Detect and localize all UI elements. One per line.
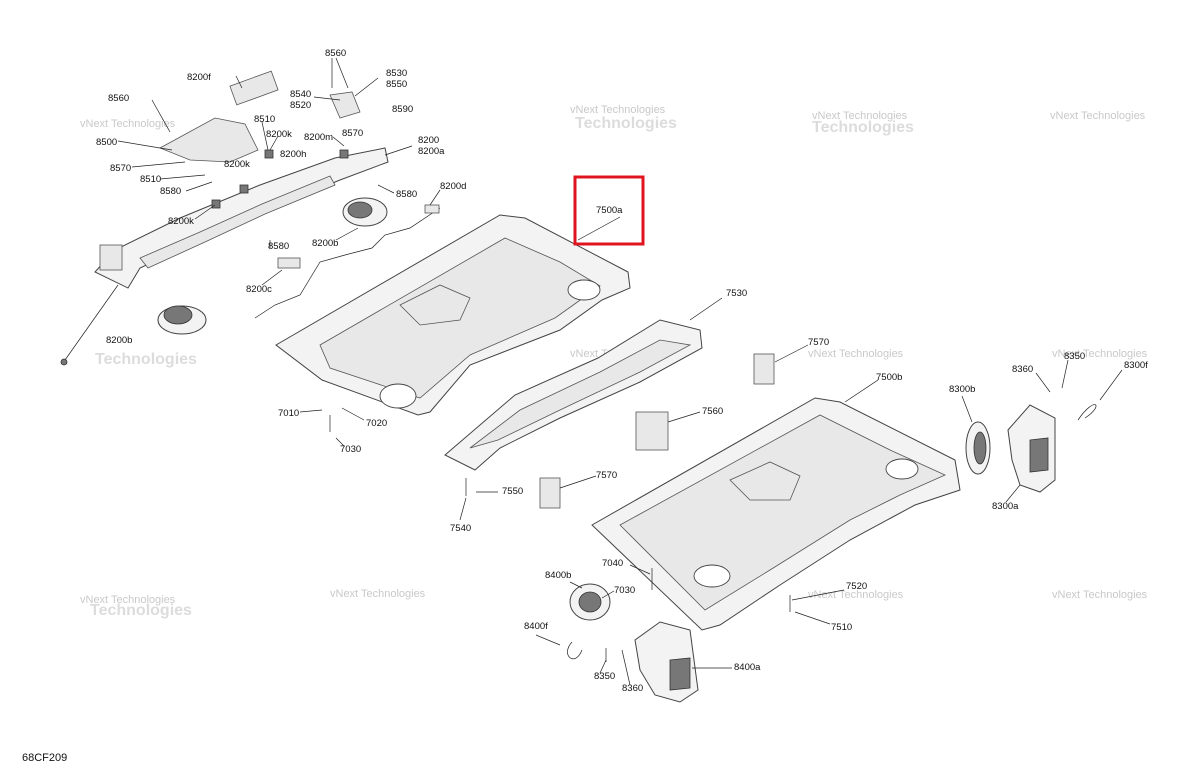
- part-label: 8590: [392, 104, 413, 115]
- part-label: 8200h: [280, 149, 306, 160]
- watermark: vNext Technologies: [80, 118, 176, 130]
- watermark: Technologies: [90, 602, 192, 619]
- speaker-8400: [567, 583, 699, 703]
- part-label: 8300a: [992, 501, 1019, 512]
- watermark: vNext Technologies: [808, 348, 904, 360]
- part-label: 8200a: [418, 146, 445, 157]
- foam-blocks: [539, 353, 775, 509]
- part-label: 7560: [702, 406, 723, 417]
- part-label: 8350: [1064, 351, 1085, 362]
- floor-panel-7500a: [275, 214, 631, 416]
- part-label: 8200f: [187, 72, 211, 83]
- part-label: 8400f: [524, 621, 548, 632]
- watermark: vNext Technologies: [1050, 110, 1146, 122]
- part-label: 7520: [846, 581, 867, 592]
- part-label: 8400a: [734, 662, 761, 673]
- part-labels: 8560 8560 8530 8550 8540 8520 8590 8570 …: [96, 48, 1148, 694]
- watermark: vNext Technologies: [80, 594, 176, 606]
- part-label: 7040: [602, 558, 623, 569]
- part-label: 8350: [594, 671, 615, 682]
- part-label: 8560: [325, 48, 346, 59]
- watermark: vNext Technologies: [570, 104, 666, 116]
- screws: [329, 415, 791, 662]
- part-label: 8520: [290, 100, 311, 111]
- part-label: 7500b: [876, 372, 902, 383]
- part-label: 8200k: [266, 129, 292, 140]
- part-label: 8550: [386, 79, 407, 90]
- part-label: 8580: [160, 186, 181, 197]
- watermark: Technologies: [95, 351, 197, 368]
- floor-panel-7500b: [591, 397, 961, 631]
- part-label: 7010: [278, 408, 299, 419]
- part-label: 8560: [108, 93, 129, 104]
- part-label: 8200m: [304, 132, 333, 143]
- part-label: 8500: [96, 137, 117, 148]
- part-label: 7030: [614, 585, 635, 596]
- dash-speaker-bracket: [60, 70, 441, 366]
- part-label: 8200k: [224, 159, 250, 170]
- diagram-id: 68CF209: [22, 752, 68, 764]
- part-label: 8200c: [246, 284, 272, 295]
- part-label: 8300f: [1124, 360, 1148, 371]
- watermarks: vNext Technologies vNext Technologies vN…: [80, 104, 1148, 619]
- part-label: 7530: [726, 288, 747, 299]
- part-label: 8200: [418, 135, 439, 146]
- part-label: 7510: [831, 622, 852, 633]
- watermark: vNext Technologies: [1052, 348, 1148, 360]
- watermark: vNext Technologies: [812, 110, 908, 122]
- part-label: 8200d: [440, 181, 466, 192]
- part-label: 7570: [596, 470, 617, 481]
- highlighted-part-label: 7500a: [596, 205, 623, 216]
- speaker-8300: [965, 404, 1097, 493]
- part-label: 8360: [1012, 364, 1033, 375]
- part-label: 8200b: [312, 238, 338, 249]
- part-label: 8580: [396, 189, 417, 200]
- part-label: 8570: [110, 163, 131, 174]
- leader-lines: [117, 57, 1123, 686]
- part-label: 8580: [268, 241, 289, 252]
- part-label: 7030: [340, 444, 361, 455]
- part-label: 7020: [366, 418, 387, 429]
- part-label: 8510: [140, 174, 161, 185]
- part-label: 7550: [502, 486, 523, 497]
- part-label: 8510: [254, 114, 275, 125]
- part-label: 8360: [622, 683, 643, 694]
- watermark: Technologies: [812, 119, 914, 136]
- watermark: vNext Technologies: [1052, 589, 1148, 601]
- part-label: 7540: [450, 523, 471, 534]
- highlight-box: [573, 175, 645, 246]
- watermark: Technologies: [575, 115, 677, 132]
- part-label: 8200k: [168, 216, 194, 227]
- part-label: 8540: [290, 89, 311, 100]
- center-tunnel-7530: [444, 319, 703, 471]
- part-label: 8530: [386, 68, 407, 79]
- watermark: vNext Technologies: [330, 588, 426, 600]
- part-label: 8200b: [106, 335, 132, 346]
- part-label: 8570: [342, 128, 363, 139]
- part-label: 8300b: [949, 384, 975, 395]
- part-label: 7570: [808, 337, 829, 348]
- part-label: 8400b: [545, 570, 571, 581]
